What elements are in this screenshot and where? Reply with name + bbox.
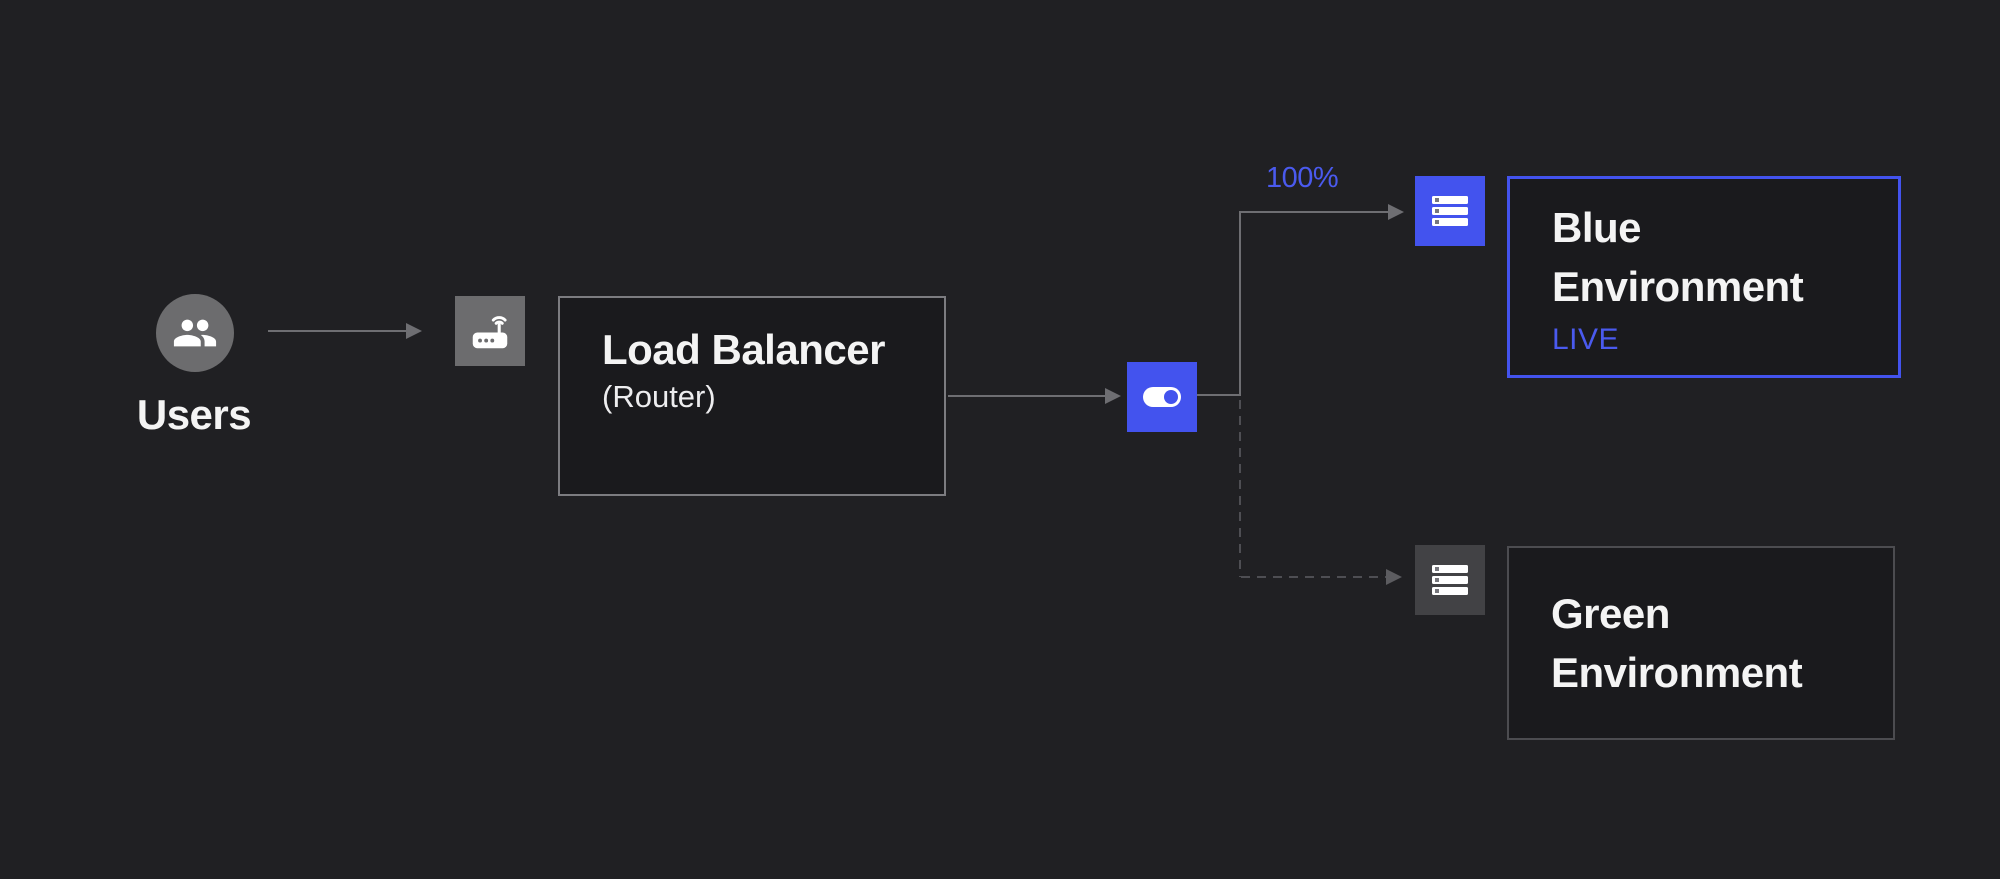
edge-users-to-router-arrowhead	[406, 323, 422, 339]
server-bar	[1432, 587, 1468, 595]
blue-environment-box: Blue Environment LIVE	[1507, 176, 1901, 378]
server-bar	[1432, 218, 1468, 226]
server-glyph	[1432, 196, 1468, 226]
server-bar	[1432, 196, 1468, 204]
server-bar	[1432, 207, 1468, 215]
server-icon-gray	[1415, 545, 1485, 615]
edge-toggle-to-green-arrowhead	[1386, 569, 1402, 585]
load-balancer-box: Load Balancer (Router)	[558, 296, 946, 496]
green-environment-name-line2: Environment	[1551, 649, 1803, 696]
router-glyph	[472, 316, 508, 349]
live-status-badge: LIVE	[1552, 322, 1620, 356]
edge-lb-to-toggle-arrowhead	[1105, 388, 1121, 404]
toggle-pill	[1143, 387, 1181, 407]
load-balancer-subtitle: (Router)	[602, 379, 716, 414]
toggle-knob	[1164, 390, 1178, 404]
edge-toggle-out-line	[1197, 394, 1241, 396]
edge-toggle-to-blue-horizontal	[1241, 211, 1389, 213]
users-icon	[156, 294, 234, 372]
edge-users-to-router-line	[268, 330, 406, 332]
people-glyph	[173, 319, 217, 347]
edge-toggle-to-green-horizontal	[1241, 576, 1387, 578]
toggle-icon	[1127, 362, 1197, 432]
load-balancer-title: Load Balancer	[602, 326, 885, 373]
edge-toggle-to-blue-vertical	[1239, 211, 1241, 396]
server-bar	[1432, 565, 1468, 573]
edge-toggle-to-blue-arrowhead	[1388, 204, 1404, 220]
server-bar	[1432, 576, 1468, 584]
edge-lb-to-toggle-line	[948, 395, 1106, 397]
green-environment-name-line1: Green	[1551, 590, 1670, 637]
server-icon-blue	[1415, 176, 1485, 246]
blue-environment-name-line2: Environment	[1552, 262, 1804, 310]
blue-environment-name-line1: Blue	[1552, 203, 1642, 251]
server-glyph	[1432, 565, 1468, 595]
traffic-percent-label: 100%	[1266, 162, 1339, 194]
edge-toggle-to-green-vertical	[1239, 400, 1241, 577]
green-environment-box: Green Environment	[1507, 546, 1895, 740]
users-label: Users	[136, 391, 252, 438]
router-icon	[455, 296, 525, 366]
